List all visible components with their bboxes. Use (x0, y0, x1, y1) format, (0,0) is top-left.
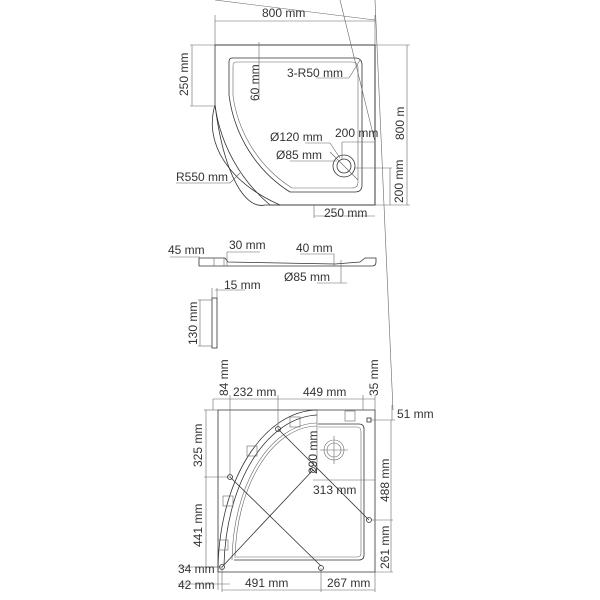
drain-x-label: 200 mm (335, 126, 378, 140)
side-view: 45 mm 30 mm 40 mm Ø85 mm (168, 238, 377, 284)
bottom-313-label: 313 mm (313, 483, 356, 497)
bottom-261-label: 261 mm (378, 526, 392, 569)
top-width-label: 800 mm (262, 6, 305, 20)
bottom-51-label: 51 mm (397, 407, 434, 421)
panel-view: 15 mm 130 mm (186, 278, 261, 349)
bottom-290-label: 290 mm (306, 431, 320, 474)
bottom-35-label: 35 mm (367, 359, 381, 396)
bottom-441-label: 441 mm (191, 504, 205, 547)
bottom-84-label: 84 mm (217, 359, 231, 396)
side-40-label: 40 mm (296, 241, 333, 255)
bottom-449-label: 449 mm (303, 385, 346, 399)
side-drain-label: Ø85 mm (284, 270, 330, 284)
bottom-325-label: 325 mm (191, 424, 205, 467)
drain-inner (336, 158, 352, 174)
tray-outline (214, 44, 376, 206)
drain-inner-label: Ø85 mm (276, 148, 322, 162)
panel-130-label: 130 mm (186, 302, 200, 345)
drain-outer-label: Ø120 mm (270, 130, 323, 144)
corner-radius-label: 3-R50 mm (287, 66, 343, 80)
top-view: 800 mm 250 mm 60 mm 3-R50 mm 800 m Ø12 (176, 0, 410, 220)
top-60-label: 60 mm (248, 64, 262, 101)
bottom-34-label: 34 mm (178, 562, 215, 576)
tray-basin (228, 57, 363, 193)
bottom-view: 84 mm 232 mm 449 mm 35 mm 51 mm 325 mm 4… (178, 0, 434, 592)
bottom-42-label: 42 mm (178, 578, 215, 592)
bottom-488-label: 488 mm (378, 459, 392, 502)
bottom-491-label: 491 mm (245, 576, 288, 590)
bottom-232-label: 232 mm (233, 385, 276, 399)
top-height-label: 800 m (393, 107, 407, 140)
panel-15-label: 15 mm (224, 278, 261, 292)
drain-outer (332, 154, 356, 178)
bottom-267-label: 267 mm (327, 576, 370, 590)
drain-y-label: 200 mm (392, 160, 406, 203)
foot (310, 467, 316, 473)
radius-label: R550 mm (176, 170, 228, 184)
tray-side-profile (198, 257, 377, 267)
side-30-label: 30 mm (229, 238, 266, 252)
side-45-label: 45 mm (168, 243, 205, 257)
top-250-label: 250 mm (177, 53, 191, 96)
top-bottom-250-label: 250 mm (324, 206, 367, 220)
